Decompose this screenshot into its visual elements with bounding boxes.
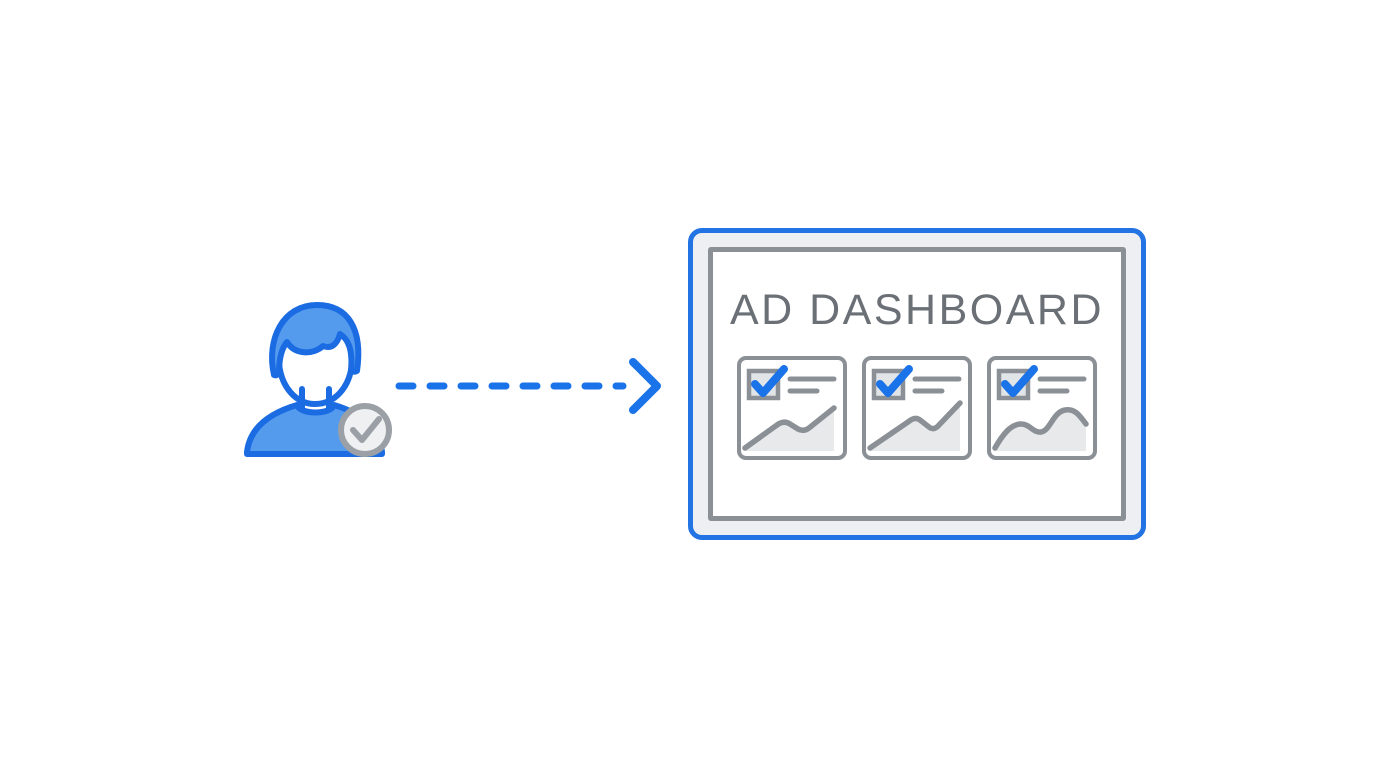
text-lines xyxy=(912,376,962,394)
user-hair xyxy=(269,302,362,379)
verified-badge-icon xyxy=(338,403,392,457)
trend-chart-rising-icon xyxy=(742,405,837,451)
ad-card-1 xyxy=(737,356,847,460)
dashboard-panel: AD DASHBOARD xyxy=(688,228,1146,540)
dashed-arrow-icon xyxy=(395,358,661,414)
dashboard-title: AD DASHBOARD xyxy=(729,286,1105,334)
user-icon xyxy=(244,302,392,457)
user-neck xyxy=(299,386,332,412)
checkmark-icon xyxy=(350,416,382,443)
ad-card-3 xyxy=(987,356,1097,460)
text-lines xyxy=(1037,376,1087,394)
checkbox-checked-icon xyxy=(996,365,1038,401)
checkbox-checked-icon xyxy=(746,365,788,401)
text-lines xyxy=(787,376,837,394)
trend-chart-wavy-icon xyxy=(992,406,1089,451)
checkbox-checked-icon xyxy=(871,365,913,401)
trend-chart-rising-dip-icon xyxy=(867,400,963,451)
ad-card-2 xyxy=(862,356,972,460)
dashboard-cards xyxy=(713,356,1121,460)
dashboard-screen: AD DASHBOARD xyxy=(708,247,1126,521)
